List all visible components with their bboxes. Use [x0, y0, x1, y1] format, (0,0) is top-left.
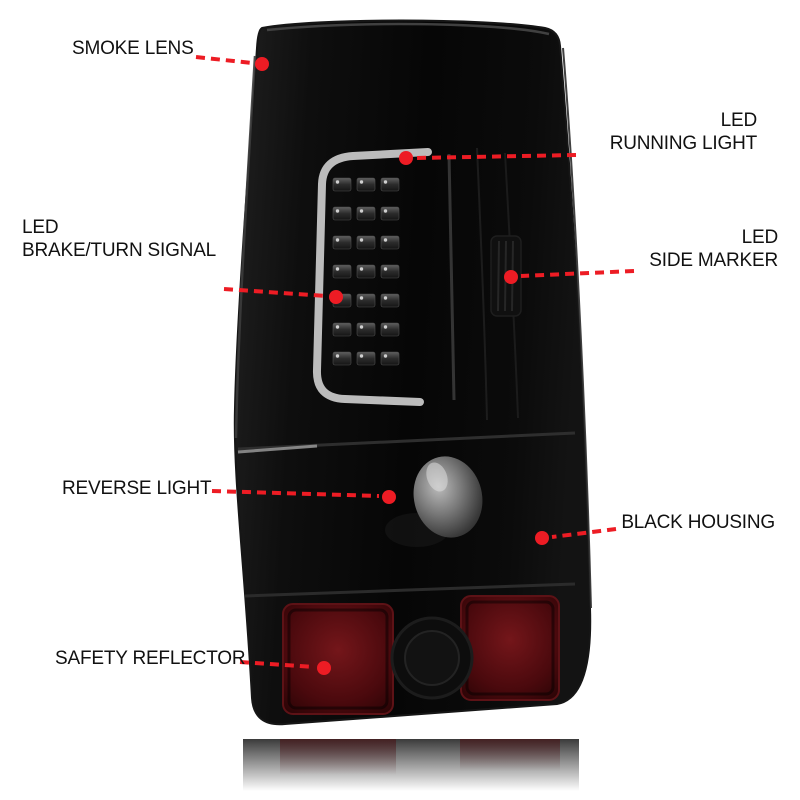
led-side-marker — [490, 235, 522, 317]
callout-label-smoke-lens: SMOKE LENS — [72, 38, 194, 59]
callout-label-line: LED — [741, 227, 779, 248]
reverse-light — [385, 456, 483, 547]
callout-label-led-side-marker: LED SIDE MARKER — [649, 226, 778, 272]
callout-label-line: BRAKE/TURN SIGNAL — [22, 240, 217, 261]
safety-reflector-right — [460, 595, 560, 701]
callout-label-line: LED — [720, 110, 758, 131]
lens-ridge-1 — [476, 147, 488, 421]
tail-light-image — [233, 19, 592, 791]
callout-label-line: RUNNING LIGHT — [609, 133, 757, 154]
led-bar-inner-edge — [447, 153, 456, 401]
center-knob-inner — [404, 630, 460, 686]
lens-divider-highlight — [237, 444, 318, 454]
lens-divider-lower — [244, 582, 576, 598]
callout-label-led-running-light: LED RUNNING LIGHT — [610, 109, 757, 155]
safety-reflector-left — [282, 603, 394, 715]
smoke-lens-top-highlight — [266, 22, 550, 36]
floor-reflection — [243, 739, 579, 791]
smoke-lens-left-highlight — [234, 55, 257, 439]
smoke-lens-right-edge — [562, 47, 592, 609]
led-running-light-bar — [313, 148, 432, 406]
callout-label-line: LED — [22, 217, 59, 238]
callout-label-reverse-light: REVERSE LIGHT — [62, 478, 212, 499]
callout-label-black-housing: BLACK HOUSING — [621, 512, 775, 533]
callout-label-line: SIDE MARKER — [649, 250, 778, 271]
callout-label-safety-reflector: SAFETY REFLECTOR — [55, 648, 246, 669]
callout-label-led-brake-turn-signal: LED BRAKE/TURN SIGNAL — [22, 216, 216, 262]
